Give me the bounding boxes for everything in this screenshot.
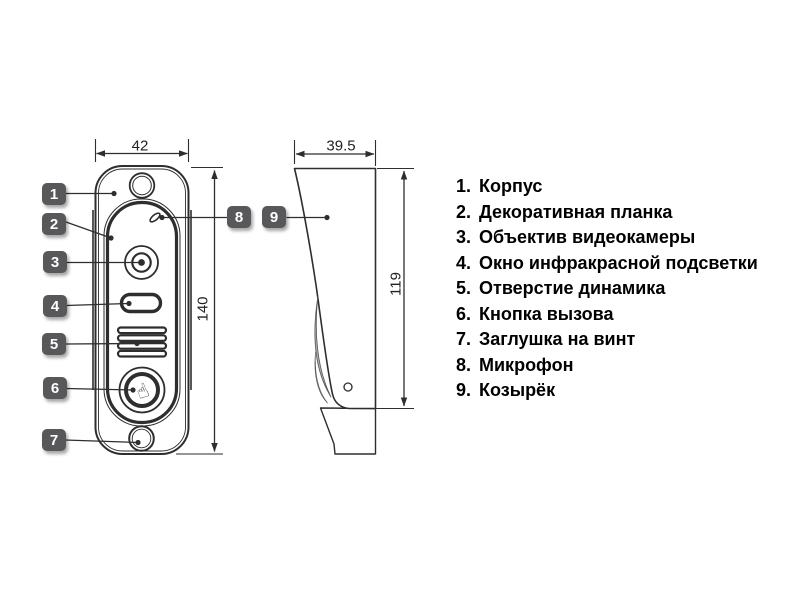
bottom-screw-plug-inner [131, 428, 152, 449]
speaker-slot [116, 342, 168, 350]
legend-item-text: Объектив видеокамеры [479, 227, 696, 248]
top-screw-plug-inner [132, 175, 152, 196]
callout-8: 8 [227, 206, 251, 228]
side-view [293, 167, 377, 455]
legend-item-9: 9. Козырёк [456, 378, 758, 404]
leader-lines [64, 190, 330, 446]
legend-item-1: 1. Корпус [456, 174, 758, 200]
leader-dot [108, 235, 114, 241]
legend: 1. Корпус 2. Декоративная планка 3. Объекти… [456, 174, 758, 404]
legend-item-number: 8. [456, 354, 472, 375]
legend-item-6: 6. Кнопка вызова [456, 302, 758, 328]
callout-1: 1 [42, 183, 66, 205]
leader-dot [134, 340, 140, 347]
legend-item-number: 7. [456, 329, 472, 350]
legend-item-text: Декоративная планка [479, 201, 673, 222]
legend-item-text: Козырёк [479, 380, 556, 401]
leader-2 [65, 221, 112, 239]
legend-item-5: 5. Отверстие динамика [456, 276, 758, 302]
legend-item-number: 6. [456, 303, 472, 324]
callout-9: 9 [262, 206, 286, 228]
leader-5 [65, 342, 138, 345]
legend-item-text: Кнопка вызова [479, 303, 614, 324]
legend-item-text: Окно инфракрасной подсветки [479, 252, 758, 273]
legend-item-3: 3. Объектив видеокамеры [456, 225, 758, 251]
leader-dot [324, 214, 330, 221]
leader-6 [65, 387, 134, 391]
front-view: ☝ [92, 165, 192, 455]
callout-6: 6 [43, 377, 67, 399]
top-screw-plug [128, 172, 156, 199]
legend-item-number: 4. [456, 252, 472, 273]
dim-text-height-front: 140 [194, 296, 212, 322]
ir-window [119, 292, 163, 314]
legend-item-text: Заглушка на винт [479, 329, 636, 350]
legend-item-text: Отверстие динамика [479, 278, 666, 299]
dim-text-width-front: 42 [131, 137, 149, 155]
legend-item-text: Микрофон [479, 354, 574, 375]
leader-4 [65, 302, 130, 307]
leader-dot [135, 439, 141, 446]
leader-dot [111, 190, 117, 197]
plate-outline [105, 200, 179, 425]
button-bulge-inner-shade [314, 351, 328, 404]
leader-dot [126, 300, 132, 307]
legend-item-number: 3. [456, 227, 472, 248]
leader-dot [130, 387, 136, 393]
callout-3: 3 [43, 251, 67, 273]
legend-item-number: 1. [456, 176, 472, 197]
leader-7 [64, 439, 139, 444]
legend-item-text: Корпус [479, 176, 543, 197]
speaker-slot [116, 334, 168, 342]
side-hole [343, 382, 353, 392]
dim-text-height-side: 119 [387, 272, 405, 296]
legend-item-4: 4. Окно инфракрасной подсветки [456, 251, 758, 277]
legend-item-number: 5. [456, 278, 472, 299]
legend-item-number: 2. [456, 201, 472, 222]
visor-profile [293, 167, 377, 410]
microphone-hole [149, 212, 161, 223]
speaker-slots [116, 326, 168, 358]
legend-item-number: 9. [456, 380, 472, 401]
speaker-slot [116, 349, 168, 358]
legend-item-2: 2. Декоративная планка [456, 200, 758, 226]
leader-dot [159, 214, 165, 221]
callout-2: 2 [42, 213, 66, 235]
button-bulge-shade [314, 295, 332, 398]
callout-5: 5 [42, 333, 66, 355]
speaker-slot [116, 326, 168, 335]
side-lower-body [319, 407, 377, 455]
legend-item-8: 8. Микрофон [456, 353, 758, 379]
camera-lens-center [138, 259, 145, 266]
bottom-screw-plug [128, 425, 155, 452]
callout-4: 4 [43, 295, 67, 317]
dim-text-width-side: 39.5 [326, 137, 356, 155]
callout-7: 7 [42, 429, 66, 451]
legend-item-7: 7. Заглушка на винт [456, 327, 758, 353]
